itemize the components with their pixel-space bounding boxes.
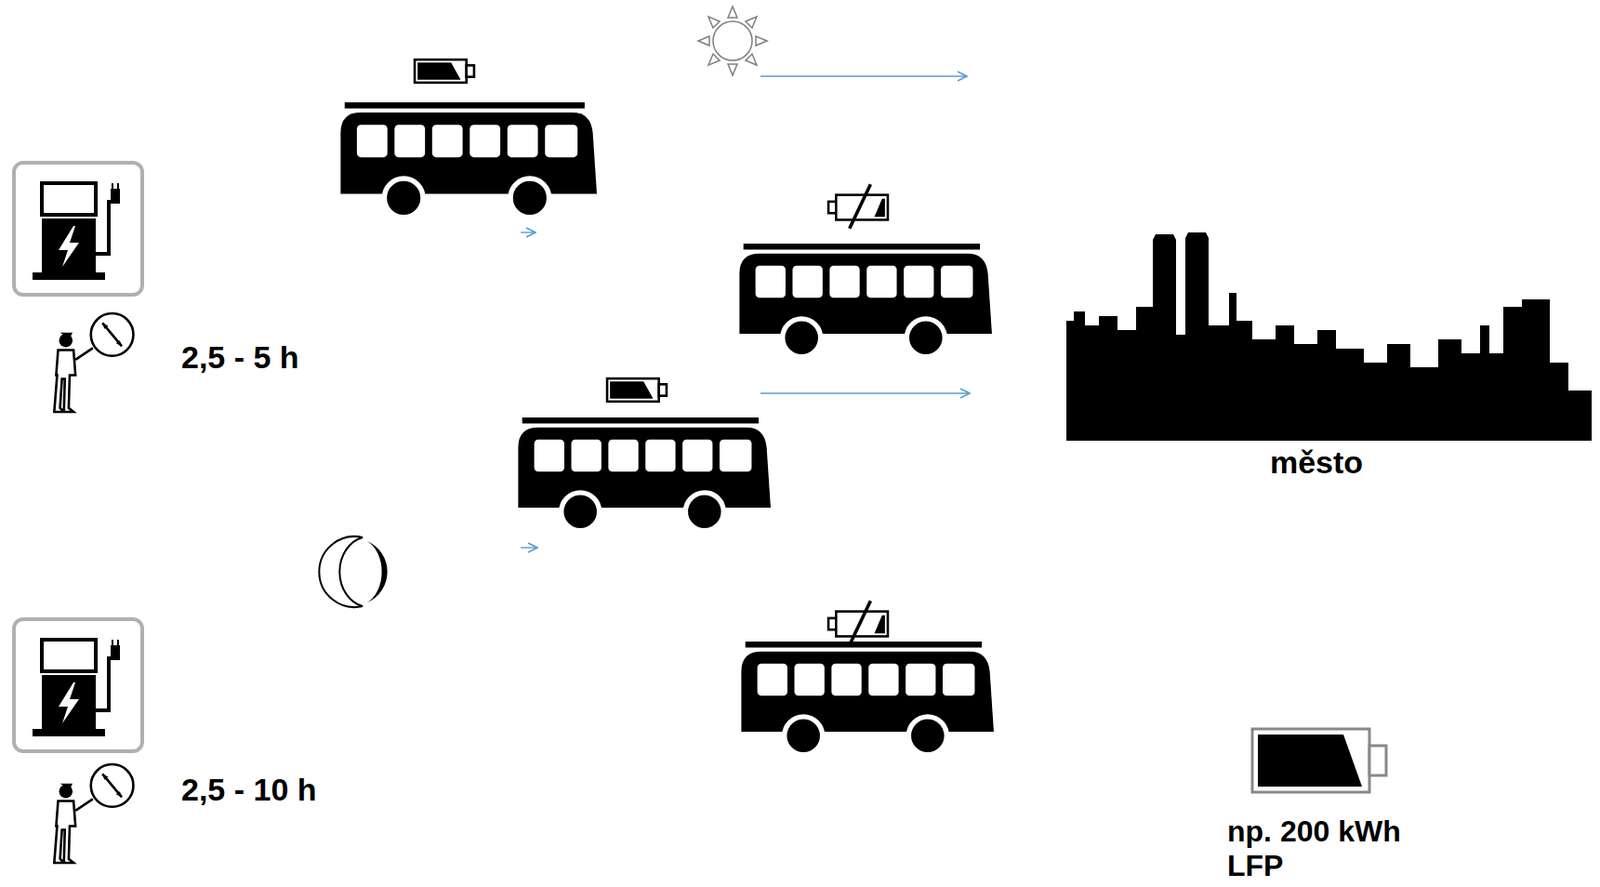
charging-station	[13, 162, 143, 295]
battery-full	[607, 378, 667, 402]
battery-empty	[828, 600, 888, 645]
city-skyline	[1066, 232, 1592, 441]
direction-arrow	[760, 392, 970, 395]
bus	[739, 243, 992, 358]
battery-empty	[828, 184, 888, 228]
moon-symbol	[318, 536, 363, 608]
small-arrow	[520, 546, 538, 548]
battery-full	[414, 59, 475, 83]
bus	[740, 641, 994, 755]
waiting-person	[53, 764, 133, 863]
battery-large	[1252, 728, 1387, 793]
waiting-person	[53, 313, 133, 412]
sun-symbol	[698, 6, 767, 76]
charging-time: 2,5 - 10 h	[181, 771, 318, 808]
charging-station	[13, 619, 143, 752]
battery-label: np. 200 kWh LFP	[1227, 814, 1451, 884]
small-arrow	[520, 231, 536, 233]
city-label: město	[1269, 444, 1363, 481]
charging-time: 2,5 - 5 h	[181, 339, 300, 376]
moon-shadow	[367, 541, 388, 603]
bus	[340, 102, 597, 218]
bus	[517, 417, 771, 531]
direction-arrow	[760, 75, 967, 78]
